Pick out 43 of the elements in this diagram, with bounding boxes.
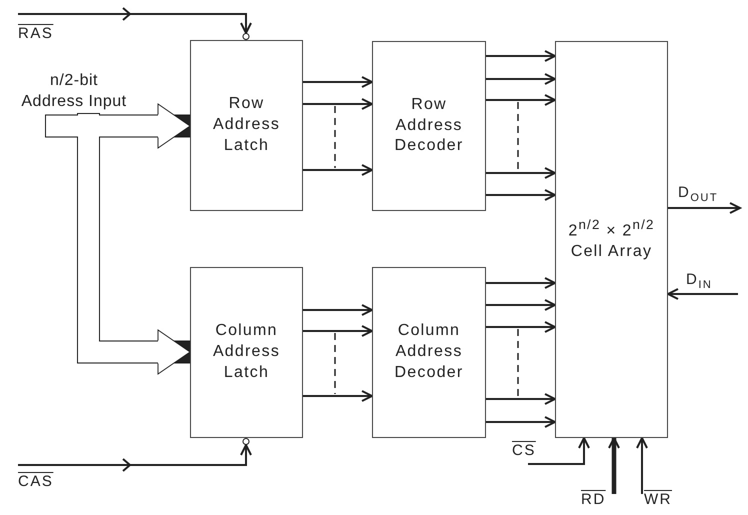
arrow — [636, 437, 648, 494]
arrow — [486, 73, 556, 85]
arrow — [486, 321, 556, 333]
bus-arrow — [77, 113, 190, 374]
signal-label: D$_{IN}$ — [686, 272, 712, 292]
arrow — [486, 167, 556, 179]
arrow — [303, 164, 373, 176]
arrow — [486, 94, 556, 106]
block-box — [190, 40, 303, 211]
arrow — [17, 444, 252, 472]
block-label: Row Address Decoder — [394, 94, 464, 156]
signal-label: RAS — [18, 26, 54, 42]
signal-label: WR — [644, 492, 672, 508]
signal-label: CS — [512, 443, 536, 460]
arrow — [486, 393, 556, 405]
arrow — [303, 304, 373, 316]
arrow — [667, 288, 738, 300]
arrow — [608, 437, 620, 494]
block-label: Column Address Decoder — [394, 321, 464, 383]
arrow — [303, 325, 373, 337]
block-box — [190, 267, 303, 438]
block-label: Row Address Latch — [212, 94, 282, 156]
signal-label: D$_{OUT}$ — [678, 185, 718, 204]
arrow — [17, 7, 252, 34]
block-box — [372, 267, 486, 438]
block-label: 2$^{n/2}$ × 2$^{n/2}$ Cell Array — [567, 216, 656, 262]
arrow — [528, 437, 590, 465]
signal-label: RD — [581, 492, 606, 508]
arrow — [486, 299, 556, 311]
arrow — [486, 50, 556, 62]
signal-label: CAS — [18, 474, 54, 490]
block-label: Column Address Latch — [212, 321, 282, 383]
block-box — [372, 41, 486, 211]
arrow — [486, 277, 556, 289]
block-box — [555, 41, 668, 438]
arrow — [486, 416, 556, 428]
bus-arrow — [45, 104, 190, 148]
arrow — [303, 98, 373, 110]
arrow — [668, 202, 741, 214]
arrow — [303, 390, 373, 402]
arrow — [303, 76, 373, 88]
arrow — [486, 189, 556, 201]
signal-label: n/2-bit Address Input — [20, 70, 128, 112]
